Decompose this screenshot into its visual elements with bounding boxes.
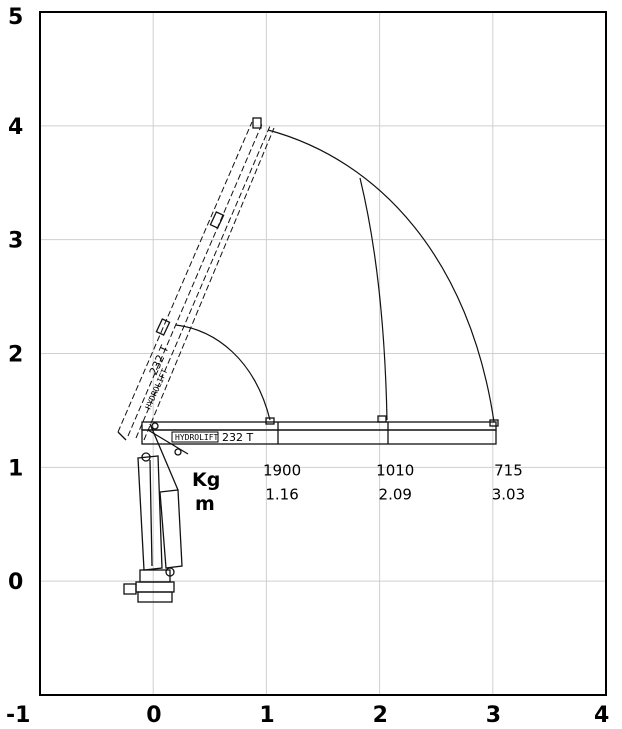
y-tick-label: 5 (8, 5, 23, 30)
y-tick-label: 3 (8, 229, 23, 254)
x-tick-label: 4 (594, 703, 609, 728)
capacity-reach-label: 3.03 (492, 485, 525, 503)
y-tick-label: 0 (8, 570, 23, 595)
crane-column (123, 422, 189, 603)
boom-raised: HYDROLIFT 232 T (117, 117, 275, 441)
capacity-load-label: 1010 (376, 461, 414, 479)
reach-arc-3 (267, 129, 495, 423)
boom-model-label-h: 232 T (222, 431, 253, 444)
x-tick-label: 1 (259, 703, 274, 728)
grid (40, 12, 606, 695)
reach-arc-1 (175, 324, 271, 421)
hook-2 (377, 415, 387, 423)
capacity-load-label: 1900 (263, 461, 301, 479)
x-tick-label: -1 (6, 703, 30, 728)
y-tick-label: 2 (8, 343, 23, 368)
reach-unit-label: m (195, 493, 215, 515)
plot-frame (39, 11, 607, 696)
boom-tip-hook (252, 117, 262, 129)
boom-brand-label-h: HYDROLIFT (175, 433, 219, 442)
x-tick-label: 2 (373, 703, 388, 728)
y-tick-label: 4 (8, 115, 23, 140)
capacity-labels: 1900 1.16 1010 2.09 715 3.03 (263, 461, 525, 503)
y-tick-label: 1 (8, 456, 23, 481)
reach-arc-2 (359, 177, 388, 421)
capacity-reach-label: 1.16 (265, 485, 298, 503)
hook-1 (265, 417, 275, 425)
reach-arcs (175, 129, 495, 423)
hook-3 (489, 419, 499, 427)
x-tick-label: 3 (486, 703, 501, 728)
boom-horizontal: HYDROLIFT 232 T (141, 415, 499, 445)
x-tick-label: 0 (146, 703, 161, 728)
y-axis-ticks: 0 1 2 3 4 5 (8, 5, 23, 595)
capacity-load-label: 715 (494, 461, 523, 479)
x-axis-ticks: -1 0 1 2 3 4 (6, 703, 609, 728)
load-unit-label: Kg (192, 469, 220, 491)
capacity-reach-label: 2.09 (379, 485, 412, 503)
